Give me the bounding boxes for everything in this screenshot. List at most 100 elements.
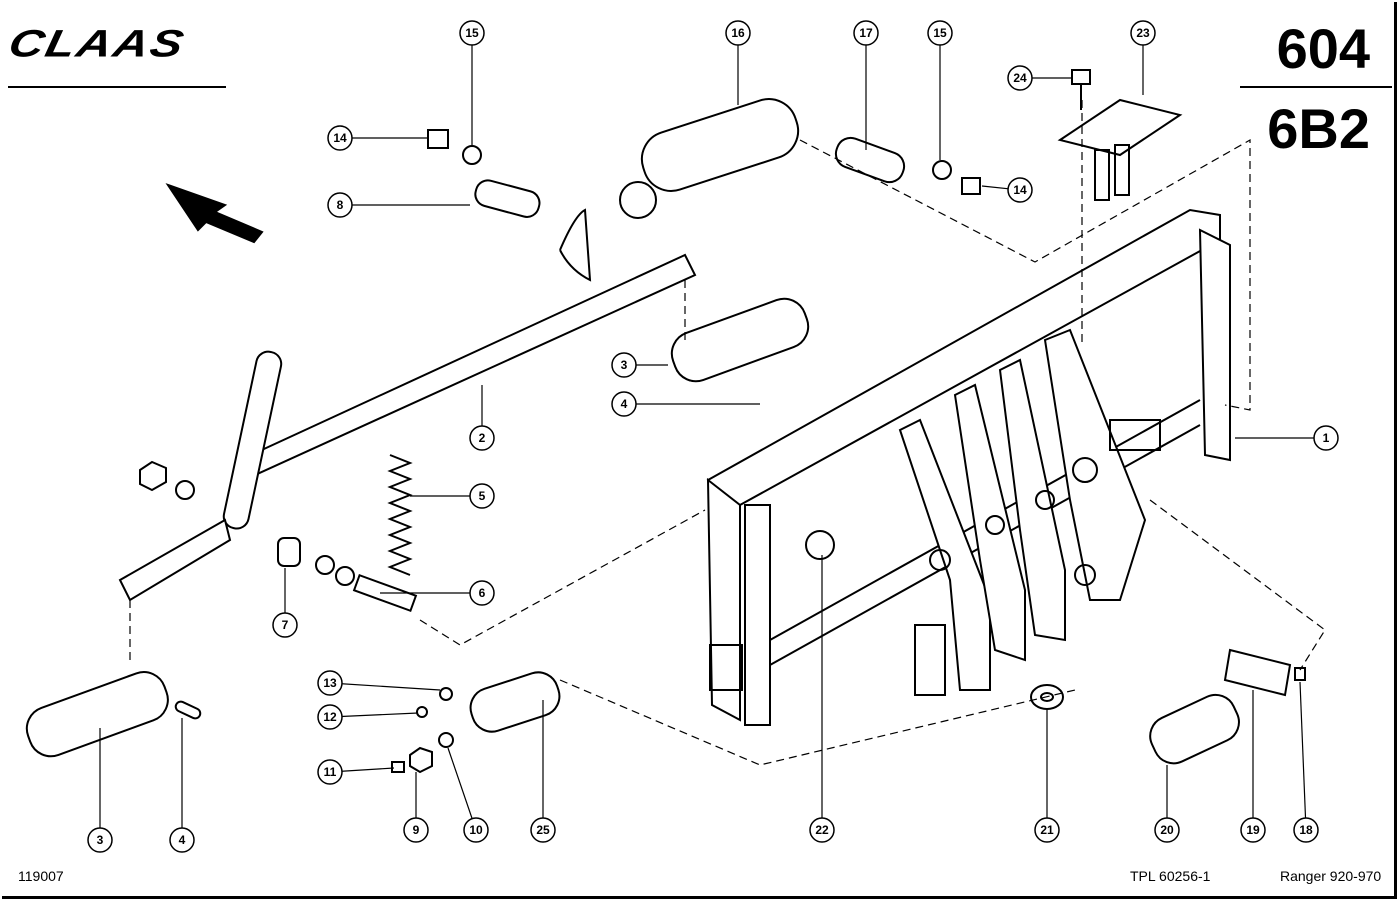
callout-number: 7 — [282, 618, 289, 632]
callout-number: 13 — [323, 676, 337, 690]
callout-21: 21 — [1034, 710, 1060, 843]
callout-number: 10 — [469, 823, 483, 837]
arrow-icon — [165, 183, 264, 244]
callout-circle — [327, 125, 353, 151]
callout-number: 16 — [731, 26, 745, 40]
callout-24: 24 — [1007, 65, 1072, 91]
callout-2: 2 — [469, 385, 495, 451]
callout-circle — [1007, 65, 1033, 91]
callout-circle — [272, 612, 298, 638]
callout-number: 15 — [465, 26, 479, 40]
callout-4: 4 — [611, 391, 760, 417]
callout-circle — [87, 827, 113, 853]
callout-circle — [1240, 817, 1266, 843]
callout-circle — [1034, 817, 1060, 843]
callout-circle — [853, 20, 879, 46]
callout-12: 12 — [317, 704, 419, 730]
divider — [8, 86, 226, 88]
callout-number: 9 — [413, 823, 420, 837]
callout-number: 8 — [337, 198, 344, 212]
callout-circle — [611, 391, 637, 417]
callout-circle — [403, 817, 429, 843]
callout-circle — [469, 483, 495, 509]
leader-line — [329, 712, 419, 718]
callout-number: 3 — [97, 833, 104, 847]
callout-number: 19 — [1246, 823, 1260, 837]
callout-number: 2 — [479, 431, 486, 445]
callout-circle — [327, 192, 353, 218]
leader-line — [329, 682, 441, 691]
callout-14: 14 — [981, 177, 1033, 203]
callout-number: 22 — [815, 823, 829, 837]
callout-circle — [317, 704, 343, 730]
callout-circle — [1154, 817, 1180, 843]
callout-3: 3 — [611, 352, 668, 378]
callout-number: 14 — [333, 131, 347, 145]
model-range: Ranger 920-970 — [1280, 868, 1382, 884]
part-frame — [706, 208, 1231, 726]
callout-9: 9 — [403, 772, 429, 843]
callout-1: 1 — [1235, 425, 1339, 451]
callout-25: 25 — [530, 700, 556, 843]
callout-number: 24 — [1013, 71, 1027, 85]
callout-5: 5 — [410, 483, 495, 509]
callout-19: 19 — [1240, 690, 1266, 843]
group-number: 604 — [1276, 17, 1370, 80]
callout-8: 8 — [327, 192, 470, 218]
callout-23: 23 — [1130, 20, 1156, 95]
callout-number: 4 — [179, 833, 186, 847]
callout-22: 22 — [809, 555, 835, 843]
callout-number: 4 — [621, 397, 628, 411]
callout-6: 6 — [380, 580, 495, 606]
image-number: 119007 — [18, 868, 64, 884]
callout-circle — [1007, 177, 1033, 203]
callout-18: 18 — [1293, 681, 1319, 843]
callout-circle — [317, 670, 343, 696]
callout-15: 15 — [459, 20, 485, 145]
callout-4: 4 — [169, 718, 195, 853]
callout-circle — [927, 20, 953, 46]
callout-11: 11 — [317, 759, 395, 785]
callout-number: 25 — [536, 823, 550, 837]
callout-circle — [469, 580, 495, 606]
callout-number: 1 — [1323, 431, 1330, 445]
assembly-lines — [129, 100, 1326, 766]
callout-circle — [463, 817, 489, 843]
callout-circle — [459, 20, 485, 46]
callout-7: 7 — [272, 568, 298, 638]
callout-circle — [809, 817, 835, 843]
callout-3: 3 — [87, 728, 113, 853]
callout-number: 12 — [323, 710, 337, 724]
callout-15: 15 — [927, 20, 953, 160]
callout-number: 17 — [859, 26, 873, 40]
callout-16: 16 — [725, 20, 751, 105]
callout-number: 6 — [479, 586, 486, 600]
callout-circle — [1293, 817, 1319, 843]
page-code: 6B2 — [1267, 97, 1370, 160]
callout-number: 5 — [479, 489, 486, 503]
callout-number: 23 — [1136, 26, 1150, 40]
callout-circle — [317, 759, 343, 785]
leader-line — [447, 747, 477, 831]
callout-17: 17 — [853, 20, 879, 150]
callout-14: 14 — [327, 125, 428, 151]
reference-number: TPL 60256-1 — [1130, 868, 1211, 884]
callout-20: 20 — [1154, 765, 1180, 843]
callout-circle — [530, 817, 556, 843]
callout-circle — [1130, 20, 1156, 46]
callout-number: 20 — [1160, 823, 1174, 837]
divider — [1240, 86, 1392, 88]
callout-10: 10 — [447, 747, 489, 843]
callout-13: 13 — [317, 670, 441, 696]
callout-circle — [1313, 425, 1339, 451]
callout-circle — [469, 425, 495, 451]
callout-number: 11 — [324, 765, 337, 779]
leader-line — [1299, 681, 1307, 831]
callout-circle — [725, 20, 751, 46]
callout-number: 14 — [1013, 183, 1027, 197]
callout-circle — [169, 827, 195, 853]
callout-circle — [611, 352, 637, 378]
